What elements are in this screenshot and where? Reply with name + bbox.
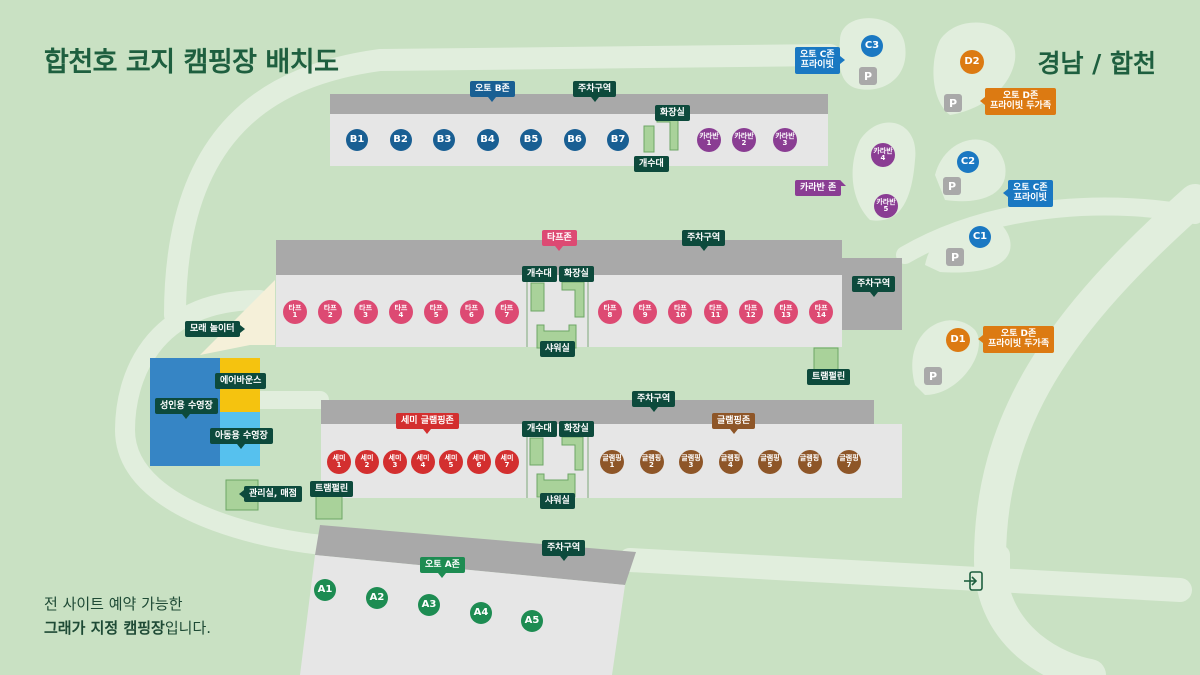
label-adult-pool: 성인용 수영장 bbox=[155, 398, 218, 420]
label-auto-a: 오토 A존 bbox=[420, 557, 465, 579]
site-b-3[interactable]: B3 bbox=[433, 129, 455, 151]
site-b-5[interactable]: B5 bbox=[520, 129, 542, 151]
parking-icon: P bbox=[946, 248, 964, 266]
label-toilet-s: 화장실 bbox=[559, 421, 594, 438]
label-office-store: 관리실, 매점 bbox=[239, 486, 302, 503]
label-toilet-t: 화장실 bbox=[559, 266, 594, 283]
site-c3[interactable]: C3 bbox=[861, 35, 883, 57]
site-a4[interactable]: A4 bbox=[470, 602, 492, 624]
label-sand-play: 모래 놀이터 bbox=[185, 321, 245, 338]
site-d1[interactable]: D1 bbox=[946, 328, 970, 352]
label-parking-s: 주차구역 bbox=[632, 391, 676, 413]
label-parking-a: 주차구역 bbox=[542, 540, 586, 562]
site-a2[interactable]: A2 bbox=[366, 587, 388, 609]
exit-icon bbox=[964, 571, 983, 591]
site-a3[interactable]: A3 bbox=[418, 594, 440, 616]
label-sink-t: 개수대 bbox=[522, 266, 557, 283]
footer-line2-rest: 입니다. bbox=[164, 619, 212, 637]
parking-icon: P bbox=[859, 67, 877, 85]
footer-line1: 전 사이트 예약 가능한 bbox=[44, 595, 183, 613]
a-row-parking bbox=[315, 525, 636, 585]
site-d2[interactable]: D2 bbox=[960, 50, 984, 74]
parking-icon: P bbox=[943, 177, 961, 195]
label-sink-b: 개수대 bbox=[634, 156, 669, 173]
label-semi-zone: 세미 글램핑존 bbox=[396, 413, 459, 435]
site-b-6[interactable]: B6 bbox=[563, 129, 586, 151]
parking-icon: P bbox=[924, 367, 942, 385]
region-name: 경남 / 합천 bbox=[1037, 49, 1156, 78]
footer-line2: 그래가 지정 캠핑장입니다. bbox=[44, 616, 211, 640]
label-glamping-zone: 글램핑존 bbox=[712, 413, 756, 435]
label-auto-b: 오토 B존 bbox=[470, 81, 515, 103]
label-parking-t: 주차구역 bbox=[682, 230, 726, 252]
map-title: 합천호 코지 캠핑장 배치도 bbox=[44, 47, 339, 78]
site-c2[interactable]: C2 bbox=[957, 151, 979, 173]
label-trampoline-right: 트램펄린 bbox=[807, 369, 851, 386]
label-air-house: 에어바운스 bbox=[215, 373, 267, 390]
label-tarp-zone: 타프존 bbox=[542, 230, 577, 252]
site-b-2[interactable]: B2 bbox=[389, 129, 412, 151]
footer-note: 전 사이트 예약 가능한 그래가 지정 캠핑장입니다. bbox=[44, 592, 211, 640]
label-shower-s: 샤워실 bbox=[540, 493, 575, 510]
label-kids-pool: 아동용 수영장 bbox=[210, 428, 273, 450]
label-parking-b: 주차구역 bbox=[573, 81, 617, 103]
site-b-7[interactable]: B7 bbox=[607, 129, 629, 151]
a-area-block bbox=[300, 555, 625, 675]
site-b-1[interactable]: B1 bbox=[346, 129, 368, 151]
site-a1[interactable]: A1 bbox=[314, 579, 336, 601]
label-caravan-zone: 카라반 존 bbox=[795, 180, 847, 197]
label-toilet-b: 화장실 bbox=[655, 105, 690, 122]
label-trampoline-left: 트램펄린 bbox=[310, 481, 354, 498]
label-parking-right: 주차구역 bbox=[852, 276, 896, 298]
site-a5[interactable]: A5 bbox=[521, 610, 543, 632]
b-row-roof bbox=[330, 94, 828, 114]
footer-line2-bold: 그래가 지정 캠핑장 bbox=[44, 619, 165, 637]
label-sink-s: 개수대 bbox=[522, 421, 557, 438]
site-b-4[interactable]: B4 bbox=[476, 129, 499, 151]
label-shower-t: 샤워실 bbox=[540, 341, 575, 358]
site-c1[interactable]: C1 bbox=[969, 226, 991, 248]
divider-lines bbox=[526, 278, 589, 498]
parking-icon: P bbox=[944, 94, 962, 112]
